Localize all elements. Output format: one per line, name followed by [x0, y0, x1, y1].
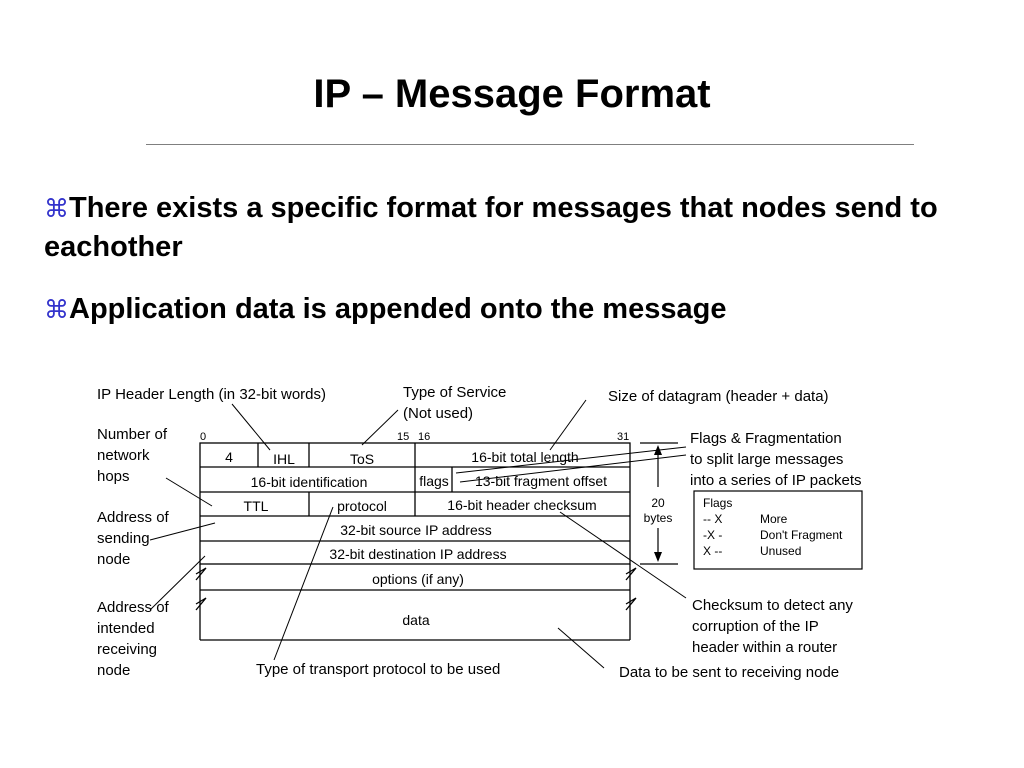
annotation-sending-line1: Address of: [97, 509, 170, 526]
flags-legend-meaning-more: More: [760, 512, 788, 526]
bullet-icon: ⌘: [44, 295, 69, 324]
annotation-hops-line1: Number of: [97, 426, 168, 443]
field-total-length: 16-bit total length: [471, 449, 578, 465]
annotation-flags-line3: into a series of IP packets: [690, 472, 861, 489]
flags-legend-box: [693, 490, 863, 570]
flags-legend-code-unused: X --: [703, 544, 722, 558]
field-data: data: [402, 612, 429, 628]
field-flags: flags: [419, 473, 449, 489]
flags-legend-meaning-unused: Unused: [760, 544, 801, 558]
annotation-receiving-line3: receiving: [97, 641, 157, 658]
annotation-tos-line2: (Not used): [403, 405, 473, 422]
annotation-datagram-size: Size of datagram (header + data): [608, 388, 829, 405]
arrow-down-icon: [654, 552, 662, 562]
annotation-tos-line1: Type of Service: [403, 384, 506, 401]
slide-title: IP – Message Format: [313, 72, 711, 116]
field-destination-address: 32-bit destination IP address: [329, 546, 506, 562]
annotation-checksum-line1: Checksum to detect any: [692, 597, 853, 614]
size-bytes-label: bytes: [644, 511, 673, 525]
bullet-icon: ⌘: [44, 194, 69, 223]
field-ttl: TTL: [244, 498, 269, 514]
annotation-receiving-line2: intended: [97, 620, 155, 637]
annotation-checksum-line2: corruption of the IP: [692, 618, 819, 635]
field-ihl: IHL: [273, 451, 295, 467]
flags-legend-meaning-dont-fragment: Don't Fragment: [760, 528, 843, 542]
annotation-flags-line1: Flags & Fragmentation: [690, 430, 842, 447]
field-identification: 16-bit identification: [251, 474, 368, 490]
field-version: 4: [225, 449, 233, 465]
flags-legend-heading: Flags: [703, 496, 732, 510]
annotation-transport-protocol: Type of transport protocol to be used: [256, 661, 500, 678]
bullet-text: Application data is appended onto the me…: [69, 293, 727, 325]
bit-0-label: 0: [200, 431, 206, 443]
annotation-checksum-line3: header within a router: [692, 639, 837, 656]
annotation-receiving-line1: Address of: [97, 599, 170, 616]
bit-16-label: 16: [418, 431, 430, 443]
bit-15-label: 15: [397, 431, 409, 443]
annotation-hops-line2: network: [97, 447, 150, 464]
flags-legend-code-more: -- X: [703, 512, 722, 526]
field-protocol: protocol: [337, 498, 387, 514]
bullet-text: There exists a specific format for messa…: [44, 192, 938, 263]
title-divider: [146, 144, 914, 145]
flags-legend-code-dont-fragment: -X -: [703, 528, 722, 542]
bullet-specific-format: ⌘There exists a specific format for mess…: [44, 189, 944, 267]
size-20-label: 20: [651, 496, 665, 510]
annotation-hops-line3: hops: [97, 468, 130, 485]
bullet-application-data: ⌘Application data is appended onto the m…: [44, 290, 944, 329]
field-fragment-offset: 13-bit fragment offset: [475, 473, 607, 489]
field-tos: ToS: [350, 451, 374, 467]
field-options: options (if any): [372, 571, 464, 587]
field-source-address: 32-bit source IP address: [340, 522, 492, 538]
annotation-data: Data to be sent to receiving node: [619, 664, 839, 681]
field-header-checksum: 16-bit header checksum: [447, 497, 596, 513]
annotation-receiving-line4: node: [97, 662, 130, 679]
bit-31-label: 31: [617, 431, 629, 443]
annotation-flags-line2: to split large messages: [690, 451, 843, 468]
annotation-sending-line2: sending: [97, 530, 150, 547]
annotation-sending-line3: node: [97, 551, 130, 568]
annotation-ihl: IP Header Length (in 32-bit words): [97, 386, 326, 403]
